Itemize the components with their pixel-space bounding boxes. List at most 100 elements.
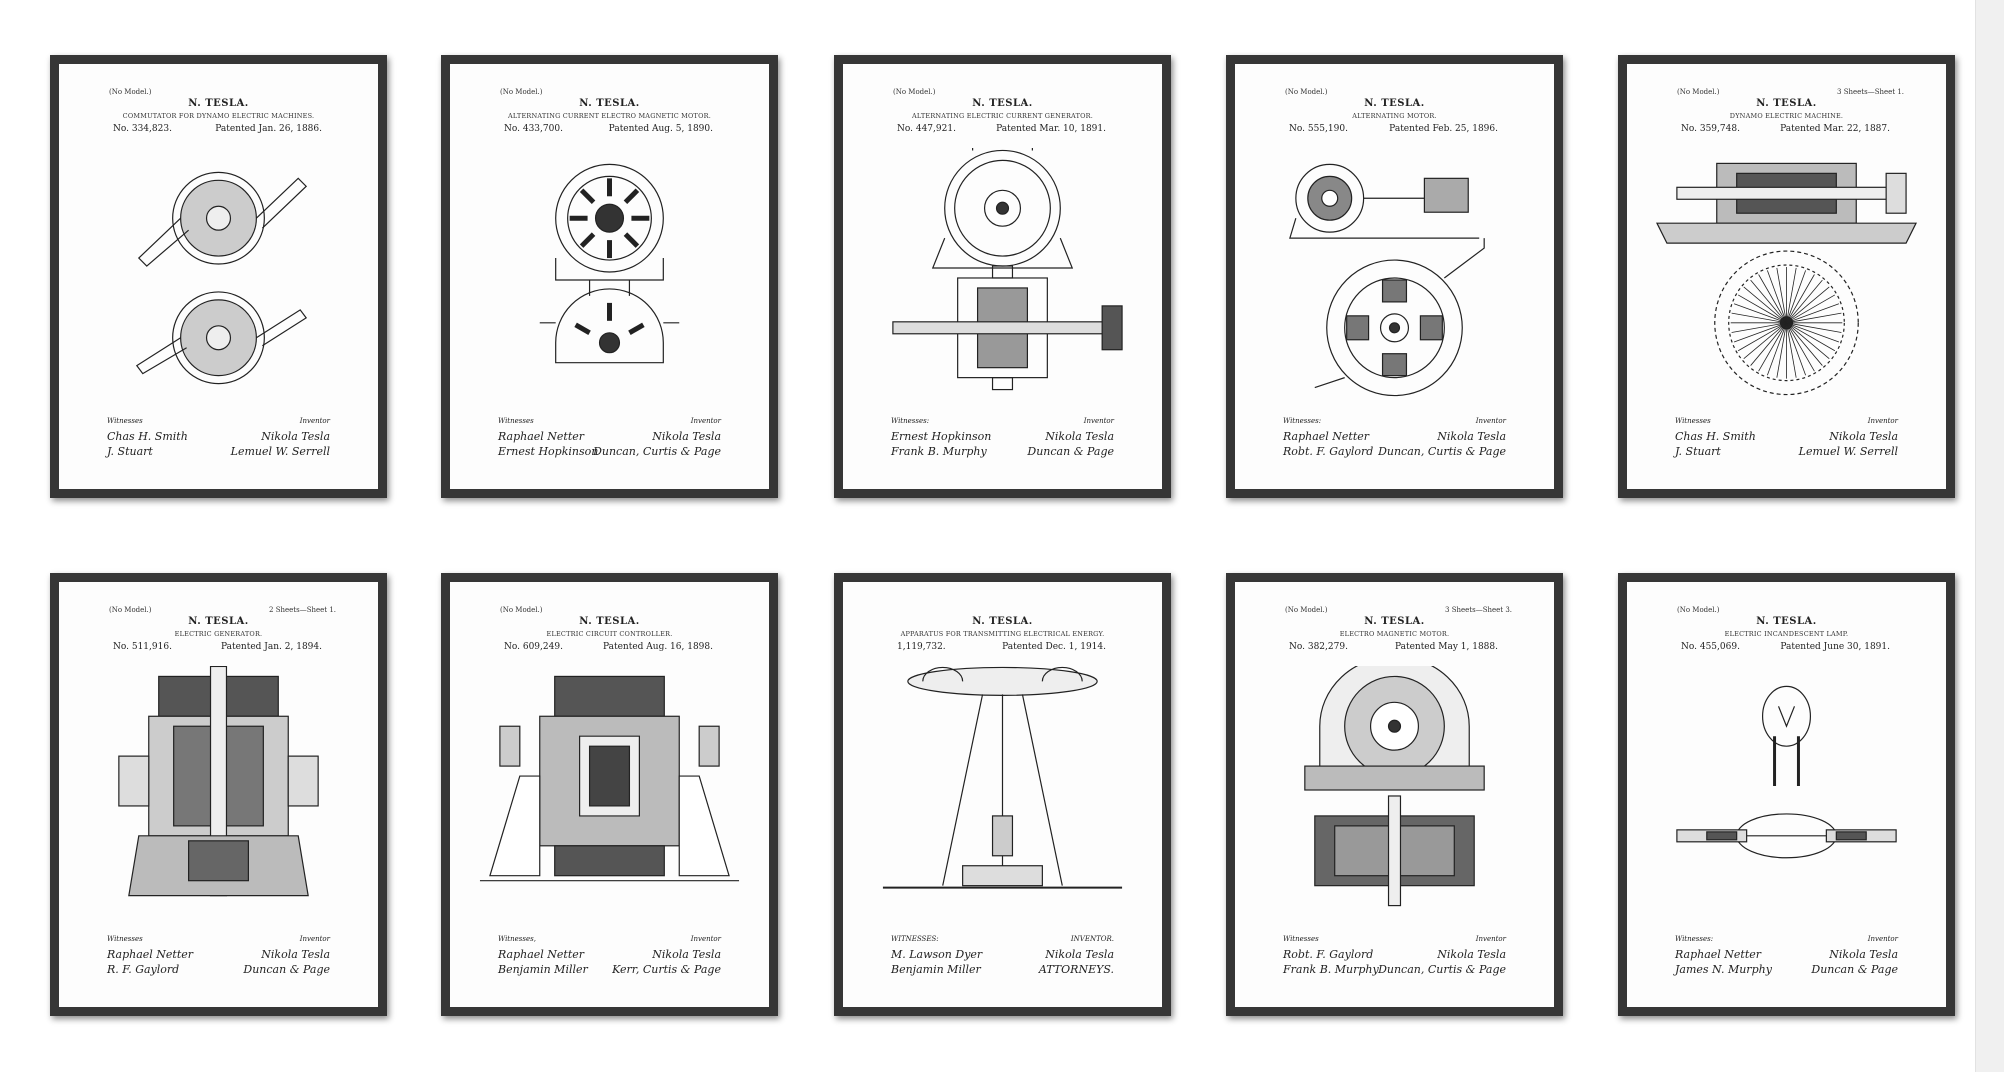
witness-label: Witnesses: [1675,935,1714,943]
poster-frame-4[interactable]: (No Model.) N. TESLA. ALTERNATING MOTOR.… [1226,55,1563,498]
witness-label: Witnesses, [498,935,536,943]
inventor-signature: Nikola Tesla [261,948,330,961]
witness-signature-2: Benjamin Miller [498,963,588,976]
patent-print: (No Model.) N. TESLA. ALTERNATING CURREN… [450,64,769,489]
sheets-label: 3 Sheets—Sheet 1. [1837,88,1904,96]
wheel-spoke [1786,322,1797,378]
inventor-label: INVENTOR. [1070,935,1114,943]
attorney-signature: ATTORNEYS. [1038,963,1114,976]
patent-subtitle: ALTERNATING CURRENT ELECTRO MAGNETIC MOT… [508,112,711,120]
wheel-spoke [1776,267,1787,323]
dynamo-drawing [1647,148,1926,398]
witness-signature-2: J. Stuart [107,445,153,458]
wheel-spoke [1731,322,1787,333]
poster-frame-7[interactable]: (No Model.) N. TESLA. ELECTRIC CIRCUIT C… [441,573,778,1016]
inventor-signature: Nikola Tesla [1045,948,1114,961]
circuit-controller-drawing [470,666,749,916]
witness-signature-1: M. Lawson Dyer [891,948,983,961]
sheets-label: 2 Sheets—Sheet 1. [269,606,336,614]
patent-date: Patented Jan. 2, 1894. [220,642,322,652]
witness-signature-1: Robt. F. Gaylord [1283,948,1374,961]
inventor-label: Inventor [1083,417,1114,425]
electro-magnetic-motor-drawing [1255,666,1534,916]
no-model-label: (No Model.) [109,88,152,96]
patent-date: Patented Mar. 22, 1887. [1780,124,1890,134]
witness-signature-1: Ernest Hopkinson [891,430,992,443]
inventor-name: N. TESLA. [1756,616,1817,627]
patent-print: (No Model.) 3 Sheets—Sheet 3. N. TESLA. … [1235,582,1554,1007]
witness-signature-2: James N. Murphy [1675,963,1772,976]
inventor-signature: Nikola Tesla [1829,948,1898,961]
patent-date: Patented Mar. 10, 1891. [996,124,1106,134]
inventor-name: N. TESLA. [579,98,640,109]
commutator-drawing [79,148,358,398]
wheel-spoke [1786,270,1807,323]
no-model-label: (No Model.) [500,606,543,614]
inventor-signature: Nikola Tesla [1437,948,1506,961]
wheel-spoke [1758,322,1787,372]
poster-frame-5[interactable]: (No Model.) 3 Sheets—Sheet 1. N. TESLA. … [1618,55,1955,498]
patent-number: 1,119,732. [897,642,946,652]
tower-drawing [863,666,1142,916]
patent-print: (No Model.) 3 Sheets—Sheet 1. N. TESLA. … [1627,64,1946,489]
patent-print: (No Model.) N. TESLA. ALTERNATING MOTOR.… [1235,64,1554,489]
inventor-signature: Nikola Tesla [1829,430,1898,443]
patent-number: No. 359,748. [1681,124,1740,134]
witness-signature-2: R. F. Gaylord [107,963,180,976]
witness-signature-2: Frank B. Murphy [891,445,987,458]
witness-signature-1: Raphael Netter [1675,948,1762,961]
poster-frame-1[interactable]: (No Model.) N. TESLA. COMMUTATOR FOR DYN… [50,55,387,498]
patent-number: No. 511,916. [113,642,172,652]
wheel-spoke [1733,322,1787,343]
scrollbar[interactable] [1975,0,2004,1072]
patent-subtitle: ELECTRIC CIRCUIT CONTROLLER. [546,630,673,638]
wheel-spoke [1786,322,1815,372]
wheel-spoke [1786,322,1807,376]
attorney-signature: Lemuel W. Serrell [230,445,330,458]
inventor-label: Inventor [690,417,721,425]
patent-subtitle: ELECTRIC GENERATOR. [174,630,263,638]
inventor-name: N. TESLA. [188,98,249,109]
inventor-name: N. TESLA. [1364,616,1425,627]
patent-print: (No Model.) N. TESLA. ALTERNATING ELECTR… [843,64,1162,489]
inventor-label: Inventor [1475,935,1506,943]
inventor-label: Inventor [299,417,330,425]
wheel-spoke [1731,312,1787,324]
poster-frame-6[interactable]: (No Model.) 2 Sheets—Sheet 1. N. TESLA. … [50,573,387,1016]
attorney-signature: Lemuel W. Serrell [1798,445,1898,458]
poster-frame-2[interactable]: (No Model.) N. TESLA. ALTERNATING CURREN… [441,55,778,498]
witness-label: Witnesses [498,417,534,425]
poster-frame-8[interactable]: N. TESLA. APPARATUS FOR TRANSMITTING ELE… [834,573,1171,1016]
witness-signature-1: Raphael Netter [498,430,585,443]
patent-number: No. 447,921. [897,124,956,134]
no-model-label: (No Model.) [500,88,543,96]
no-model-label: (No Model.) [893,88,936,96]
inventor-signature: Nikola Tesla [1045,430,1114,443]
wheel-spoke [1758,274,1787,324]
witness-label: Witnesses [107,935,143,943]
patent-date: Patented Aug. 5, 1890. [608,124,713,134]
inventor-label: Inventor [299,935,330,943]
poster-frame-3[interactable]: (No Model.) N. TESLA. ALTERNATING ELECTR… [834,55,1171,498]
witness-signature-2: Robt. F. Gaylord [1283,445,1374,458]
wheel-spoke [1733,303,1787,324]
attorney-signature: Kerr, Curtis & Page [612,963,721,976]
wheel-spoke [1786,322,1830,359]
inventor-name: N. TESLA. [972,616,1033,627]
wheel-spoke [1786,286,1830,324]
wheel-spoke [1786,312,1842,324]
attorney-signature: Duncan & Page [1027,445,1114,458]
wheel-spoke [1766,322,1787,376]
patent-subtitle: ELECTRO MAGNETIC MOTOR. [1339,630,1450,638]
patent-date: Patented June 30, 1891. [1780,642,1890,652]
wheel-spoke [1786,322,1842,333]
motor-drawing [470,148,749,398]
incandescent-lamp-drawing [1647,666,1926,916]
poster-frame-9[interactable]: (No Model.) 3 Sheets—Sheet 3. N. TESLA. … [1226,573,1563,1016]
no-model-label: (No Model.) [1677,88,1720,96]
poster-frame-10[interactable]: (No Model.) N. TESLA. ELECTRIC INCANDESC… [1618,573,1955,1016]
inventor-label: Inventor [1867,417,1898,425]
attorney-signature: Duncan & Page [243,963,330,976]
patent-subtitle: APPARATUS FOR TRANSMITTING ELECTRICAL EN… [900,630,1105,638]
patent-number: No. 455,069. [1681,642,1740,652]
